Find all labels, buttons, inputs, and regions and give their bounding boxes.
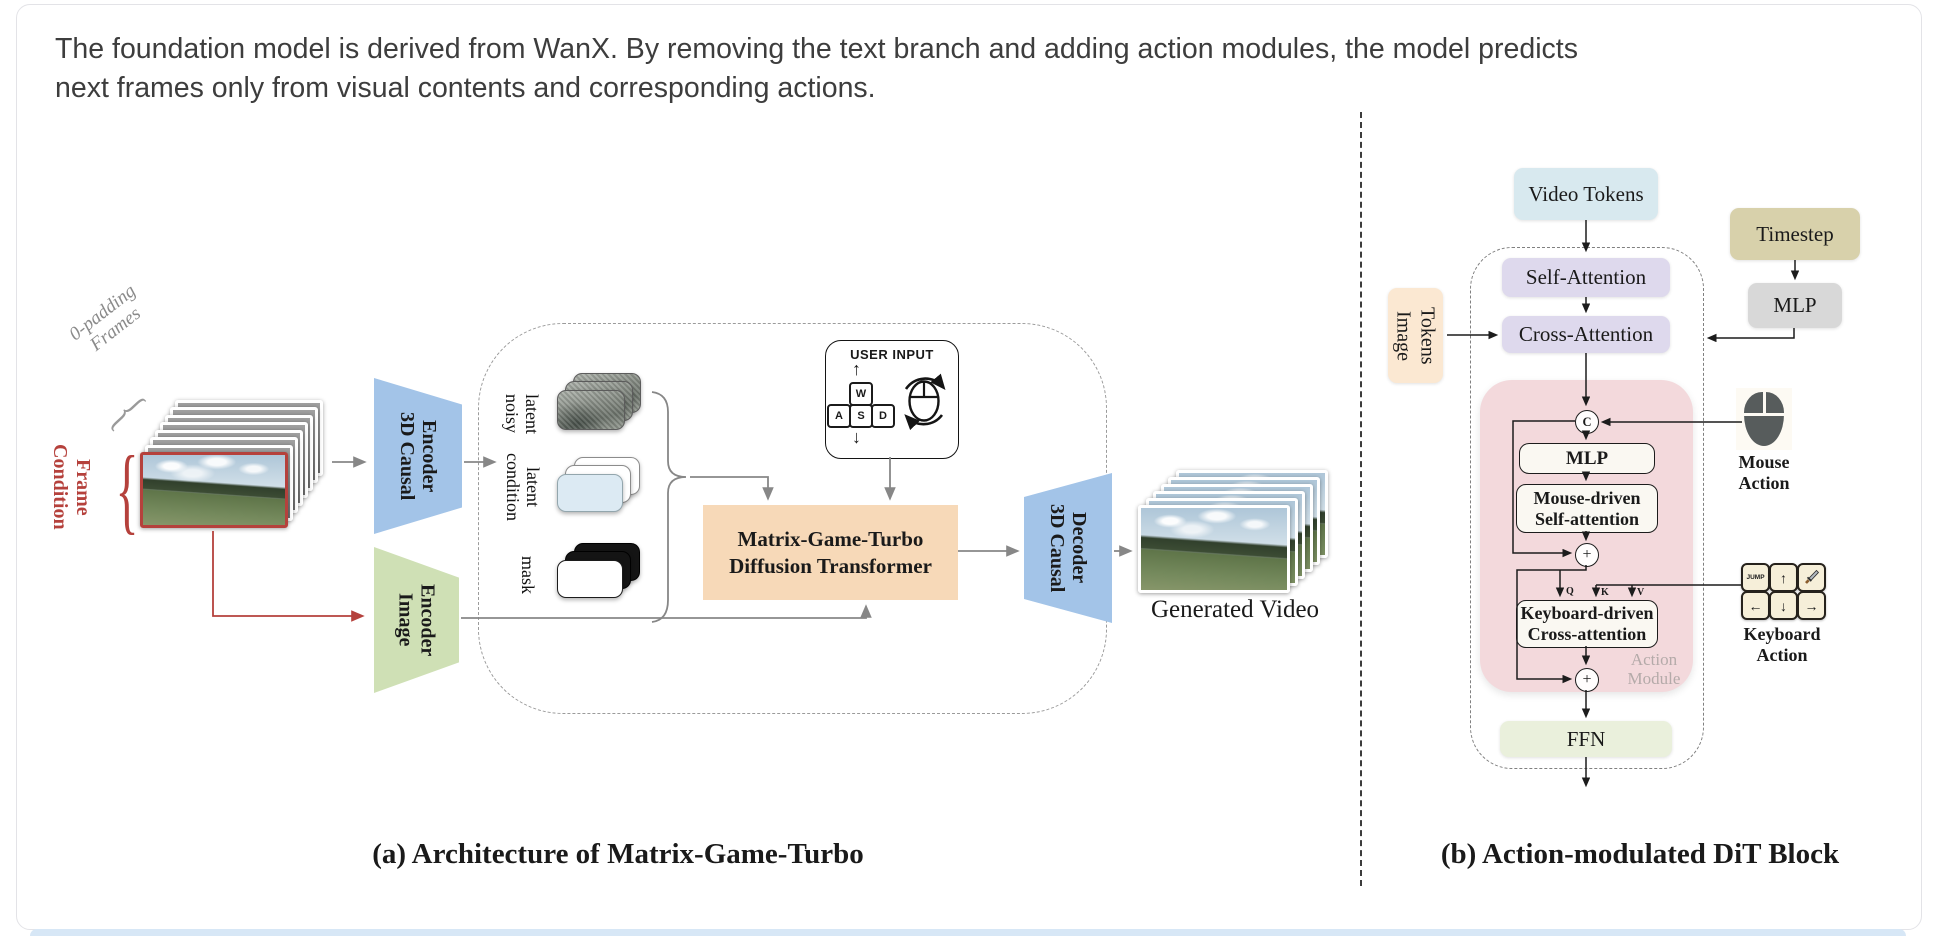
condition-latent-frame <box>557 474 623 512</box>
intro-line-2: next frames only from visual contents an… <box>55 72 876 104</box>
condition-latent-label: condition latent <box>503 453 543 521</box>
sword-icon <box>1805 569 1820 584</box>
image-tokens-label: Image Tokens <box>1392 306 1439 365</box>
key-right-icon: → <box>1797 591 1826 620</box>
key-up-icon: ↑ <box>1769 563 1798 592</box>
key-attack <box>1797 563 1826 592</box>
caption-a: (a) Architecture of Matrix-Game-Turbo <box>372 838 864 870</box>
key-left-icon: ← <box>1741 591 1770 620</box>
mouse-rotate-icon <box>904 373 946 431</box>
key-d: D <box>871 404 895 428</box>
concat-node: C <box>1575 410 1599 434</box>
next-section-edge <box>30 929 1906 936</box>
key-s: S <box>849 404 873 428</box>
mouse-icon <box>1744 392 1784 446</box>
up-arrow-icon: ↑ <box>852 359 861 379</box>
key-w: W <box>849 382 873 406</box>
plus-node-2: + <box>1575 668 1599 692</box>
generated-video-stack <box>1138 462 1338 597</box>
self-attention-box: Self-Attention <box>1502 258 1670 297</box>
timestep-box: Timestep <box>1730 208 1860 260</box>
action-mlp-box: MLP <box>1519 443 1655 474</box>
condition-frame-image <box>140 452 288 528</box>
condition-frame-brace: { <box>115 436 139 543</box>
decoder-3d-causal-label: 3D Causal Decoder <box>1046 503 1090 593</box>
video-tokens-box: Video Tokens <box>1514 168 1658 220</box>
generated-video-label: Generated Video <box>1150 596 1320 623</box>
user-input-box: USER INPUT ↑ W A S D ↓ <box>825 340 959 459</box>
keyboard-attention-box: Keyboard-driven Cross-attention <box>1516 600 1658 648</box>
noisy-latent-label: noisy latent <box>502 394 542 434</box>
down-arrow-icon: ↓ <box>852 427 861 447</box>
image-encoder-label: Image Encoder <box>394 583 439 657</box>
intro-paragraph: The foundation model is derived from Wan… <box>55 30 1615 108</box>
cross-attention-box: Cross-Attention <box>1502 316 1670 353</box>
panel-divider <box>1360 112 1362 886</box>
k-label: K <box>1601 587 1609 598</box>
mask-label: mask <box>518 556 538 594</box>
plus-node-1: + <box>1575 543 1599 567</box>
noisy-latent-frame <box>557 390 625 430</box>
diffusion-transformer-label: Matrix-Game-Turbo Diffusion Transformer <box>729 526 932 578</box>
ffn-box: FFN <box>1500 721 1672 757</box>
caption-b: (b) Action-modulated DiT Block <box>1440 838 1840 870</box>
encoder-3d-causal-label: 3D Causal Encoder <box>396 411 440 501</box>
input-frame-stack <box>140 380 370 535</box>
mouse-action-label: Mouse Action <box>1738 452 1790 493</box>
key-down-icon: ↓ <box>1769 591 1798 620</box>
key-jump: JUMP <box>1741 563 1770 592</box>
diffusion-transformer-box: Matrix-Game-Turbo Diffusion Transformer <box>703 505 958 600</box>
keyboard-action-label: Keyboard Action <box>1743 624 1821 665</box>
condition-frame-label: Condition Frame <box>49 444 94 530</box>
mouse-attention-box: Mouse-driven Self-attention <box>1516 484 1658 533</box>
key-a: A <box>827 404 851 428</box>
user-input-title: USER INPUT <box>850 347 934 362</box>
mask-frame <box>557 560 623 598</box>
q-label: Q <box>1566 586 1574 597</box>
generated-frame <box>1138 505 1290 593</box>
v-label: V <box>1637 587 1645 598</box>
timestep-mlp-box: MLP <box>1748 283 1842 328</box>
encoder-3d-causal: 3D Causal Encoder <box>374 378 462 534</box>
action-module-label: Action Module <box>1627 650 1681 688</box>
decoder-3d-causal: 3D Causal Decoder <box>1024 473 1112 623</box>
image-tokens-box: Image Tokens <box>1388 288 1443 383</box>
intro-line-1: The foundation model is derived from Wan… <box>55 33 1578 65</box>
